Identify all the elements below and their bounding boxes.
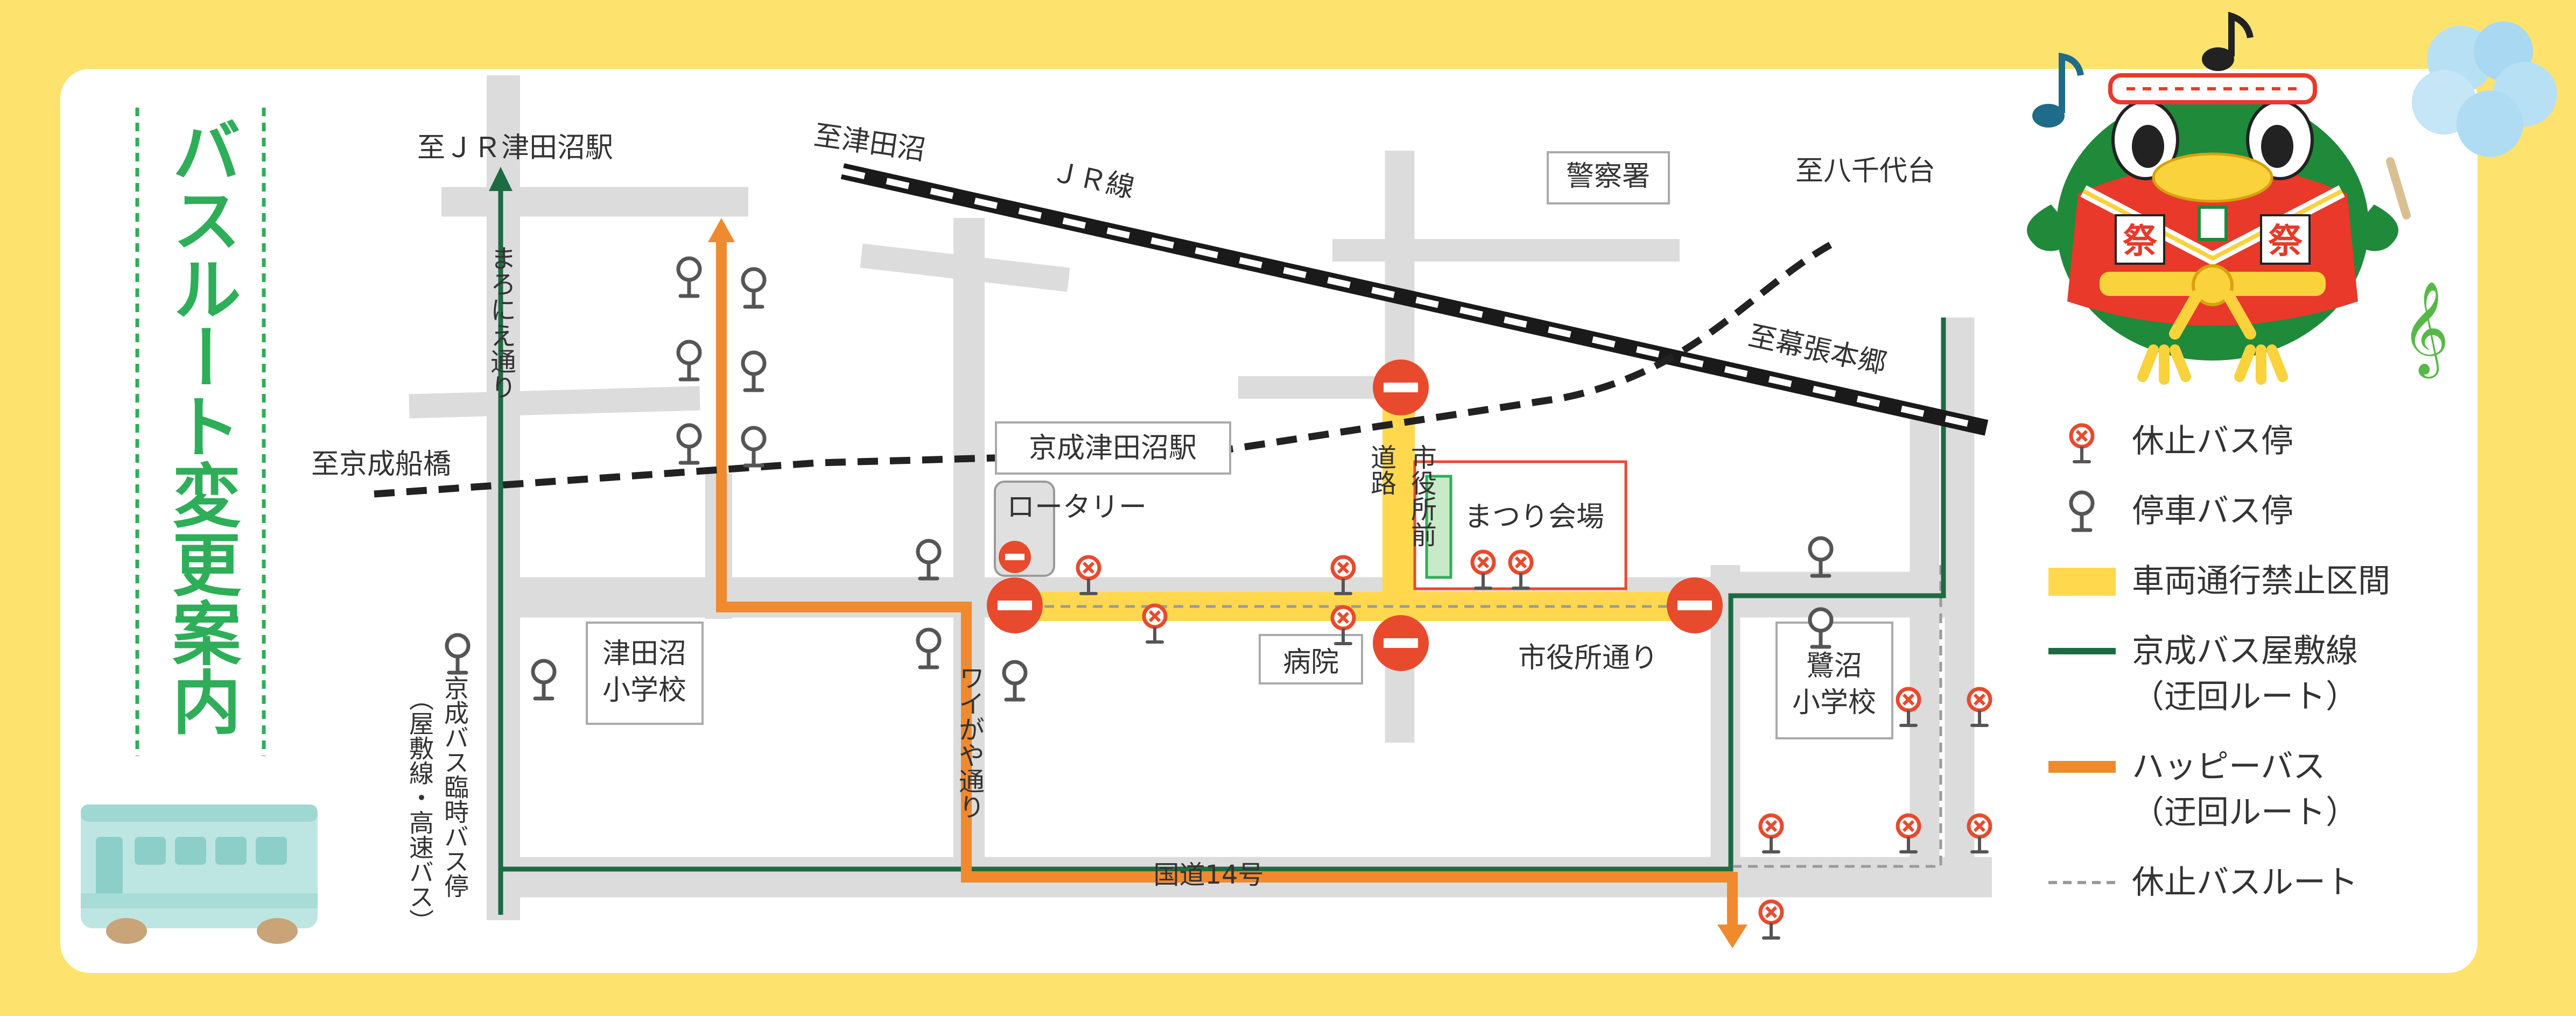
label-rotary: ロータリー xyxy=(1007,491,1147,524)
label-tsudanuma-school-line1: 津田沼 xyxy=(602,638,686,670)
happy-route-arrow-down-icon xyxy=(1717,925,1747,948)
map-panel xyxy=(60,69,2477,973)
title-area: バスルート変更案内 xyxy=(135,108,266,756)
map-labels: 至ＪＲ津田沼駅 至津田沼 ＪＲ線 警察署 至八千代台 至幕張本郷 至京成船橋 京… xyxy=(311,119,1935,890)
legend-suspended-route: 休止バスルート xyxy=(2132,864,2358,901)
music-note-icon xyxy=(2032,52,2084,128)
keisei-bus-detour-route xyxy=(498,183,1946,915)
label-city-hall-street: 市役所通り xyxy=(1518,642,1658,674)
label-police: 警察署 xyxy=(1566,160,1650,193)
no-entry-icon xyxy=(1373,359,1429,415)
label-temporary-stop-sub: （屋敷線・高速バス） xyxy=(405,686,434,934)
legend-keisei-line: 京成バス屋敷線 xyxy=(2132,632,2358,670)
festival-badge-right xyxy=(2260,214,2311,265)
label-jr-tsudanuma-station: 至ＪＲ津田沼駅 xyxy=(417,132,613,164)
cotton-candy-icon xyxy=(2386,22,2557,220)
legend-keisei-line-sub: （迂回ルート） xyxy=(2132,678,2358,716)
festival-badge-left-text: 祭 xyxy=(2123,222,2158,262)
label-city-hall-front-road-left: 道路 xyxy=(1366,444,1396,496)
label-waigaya-street: ワイがや通り xyxy=(954,665,984,820)
bus-illustration xyxy=(81,805,318,944)
legend-happy-bus: ハッピーバス xyxy=(2132,748,2325,786)
legend-happy-bus-sub: （迂回ルート） xyxy=(2132,794,2358,831)
music-note-icon xyxy=(2202,11,2254,71)
label-yachiyodai: 至八千代台 xyxy=(1795,155,1935,187)
happy-route-arrow-up-icon xyxy=(708,218,735,242)
keisei-railway-line xyxy=(374,242,1833,498)
treble-clef-icon: 𝄞 xyxy=(2402,281,2449,379)
no-entry-signs xyxy=(987,359,1723,671)
label-festival-venue: まつり会場 xyxy=(1464,501,1604,533)
happy-bus-detour-route xyxy=(716,237,1738,926)
legend-suspended-stop: 休止バス停 xyxy=(2132,422,2293,460)
label-route14: 国道14号 xyxy=(1153,860,1264,890)
label-hospital: 病院 xyxy=(1283,646,1339,679)
place-boxes xyxy=(586,151,1893,739)
label-saginuma-school-line1: 鷺沼 xyxy=(1806,650,1862,682)
festival-badge-right-text: 祭 xyxy=(2268,222,2303,262)
school-labels: 津田沼 小学校 鷺沼 小学校 xyxy=(602,638,1876,719)
label-maronie-street: まろにえ通り xyxy=(486,245,516,400)
vertical-labels: まろにえ通り ワイがや通り 道路 市役所前 京成バス臨時バス停 （屋敷線・高速バ… xyxy=(405,245,1436,934)
label-keisei-funabashi: 至京成船橋 xyxy=(311,448,451,481)
legend-no-traffic: 車両通行禁止区間 xyxy=(2132,562,2390,600)
legend: 休止バス停 停車バス停 車両通行禁止区間 京成バス屋敷線 （迂回ルート） ハッピ… xyxy=(2048,422,2390,901)
label-temporary-stop: 京成バス臨時バス停 xyxy=(440,675,469,898)
page-title: バスルート変更案内 xyxy=(160,116,241,736)
no-entry-icon xyxy=(1373,615,1429,671)
label-tsudanuma-school-line2: 小学校 xyxy=(602,674,686,707)
no-entry-icon xyxy=(987,577,1043,633)
label-city-hall-front-road-right: 市役所前 xyxy=(1406,444,1436,547)
suspended-route-lines xyxy=(1012,565,1942,868)
festival-badge-left xyxy=(2115,214,2165,265)
legend-active-stop: 停車バス停 xyxy=(2132,492,2293,530)
jr-railway-line xyxy=(840,163,1989,436)
label-keisei-tsudanuma-station: 京成津田沼駅 xyxy=(1029,432,1197,464)
festival-mascot: 祭 祭 𝄞 xyxy=(2027,11,2557,385)
legend-no-traffic-swatch xyxy=(2048,568,2116,596)
keisei-route-arrow-icon xyxy=(489,167,513,191)
no-entry-icon xyxy=(1667,577,1723,633)
venue-stage-icon xyxy=(1425,475,1452,579)
label-saginuma-school-line2: 小学校 xyxy=(1792,687,1876,719)
